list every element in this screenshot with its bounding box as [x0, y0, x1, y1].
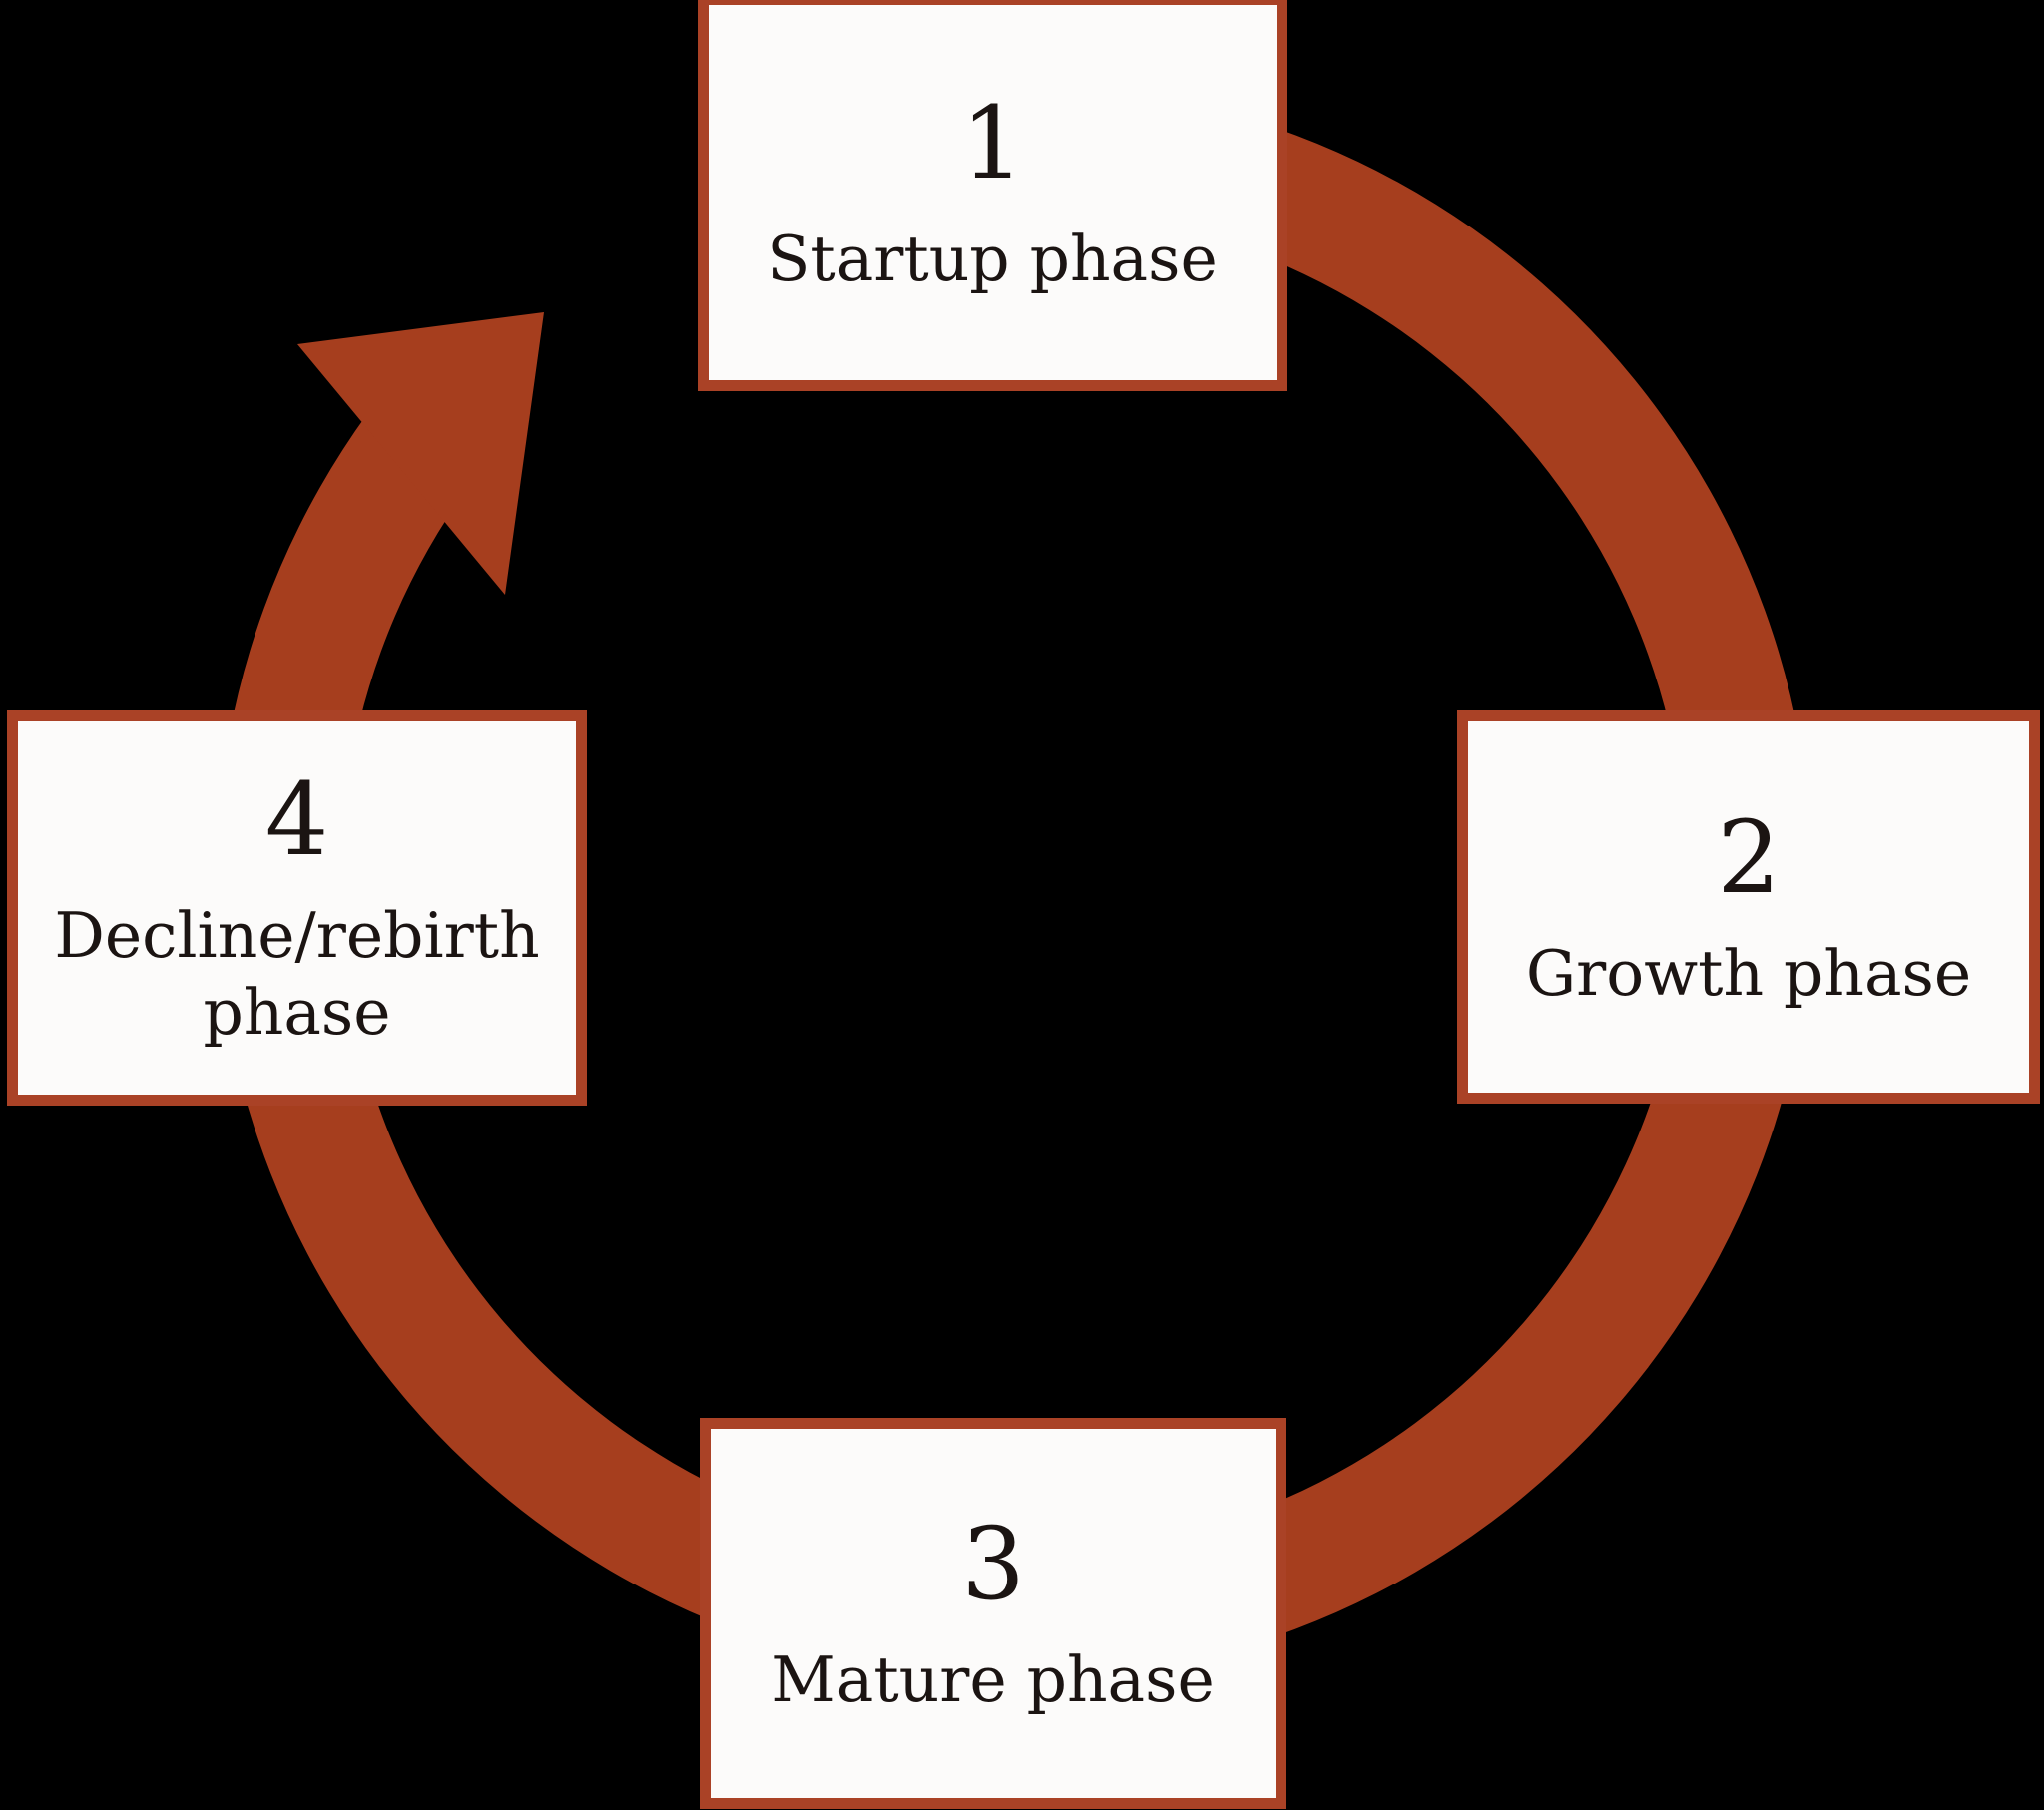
phase-box-startup: 1 Startup phase — [698, 0, 1287, 391]
phase-number: 1 — [960, 84, 1025, 202]
phase-number: 3 — [961, 1505, 1025, 1622]
phase-label: Startup phase — [767, 222, 1218, 295]
phase-number: 4 — [264, 761, 329, 879]
phase-box-decline-rebirth: 4 Decline/rebirth phase — [7, 710, 587, 1106]
cycle-arrowhead-icon — [297, 312, 544, 595]
phase-box-growth: 2 Growth phase — [1457, 710, 2040, 1104]
phase-label: Mature phase — [771, 1642, 1215, 1716]
phase-label: Decline/rebirth phase — [54, 899, 540, 1049]
phase-number: 2 — [1717, 798, 1781, 916]
phase-label: Growth phase — [1525, 936, 1972, 1010]
phase-box-mature: 3 Mature phase — [700, 1418, 1286, 1809]
